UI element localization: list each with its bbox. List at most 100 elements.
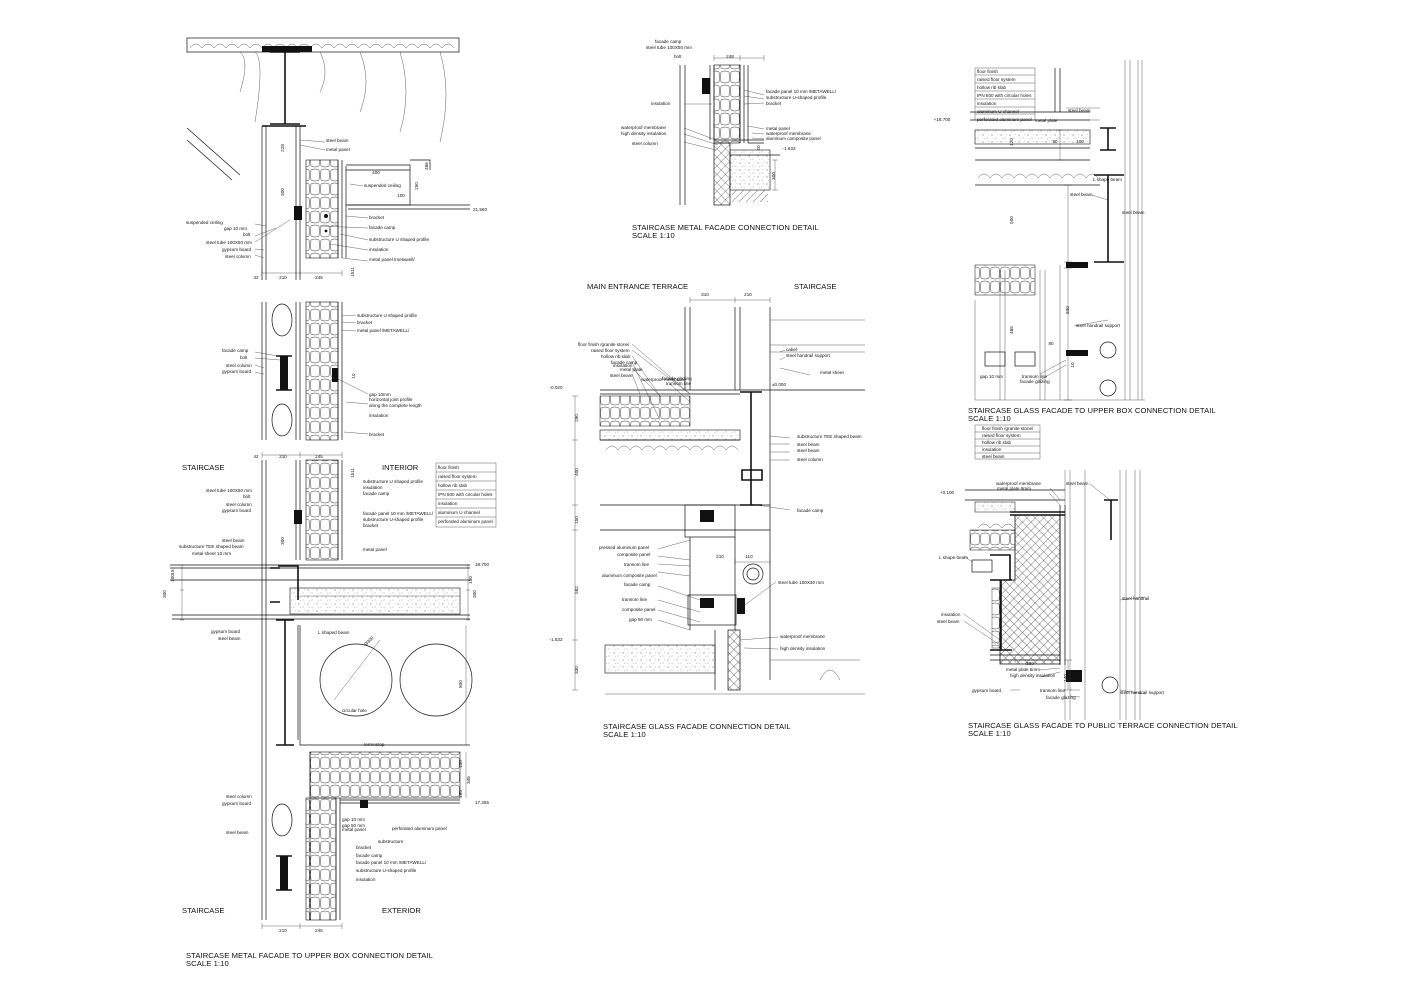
d3-annotation: facade camp (611, 360, 638, 365)
d1-dimension: 300 (162, 590, 167, 598)
d1-annotation: substructure (378, 839, 404, 844)
d1-annotation: bracket (363, 523, 379, 528)
d3-annotation: pressed aluminum panel (599, 545, 649, 550)
d1-annotation: gypsum board (222, 369, 252, 374)
d3-annotation: gap 50 mm (629, 617, 652, 622)
d4-annotation: steel handrail support (1076, 323, 1121, 328)
d4-annotation: gap 10 mm (980, 374, 1003, 379)
d4-legend-item: floor finish (977, 69, 998, 74)
d5-annotation: steel beam (1066, 481, 1089, 486)
d3-annotation: steel tube 100X30 mm (778, 580, 824, 585)
d1-annotation: bolt (243, 232, 251, 237)
d5-annotation: waterproof membrane (996, 481, 1041, 486)
d1-dimension: 250 (414, 182, 419, 190)
d1-dimension: 345 (466, 776, 471, 784)
d1-annotation: substructure TEE shaped beam (179, 544, 244, 549)
d5-dimension: 380 (1026, 661, 1034, 666)
d3-annotation: insulation (613, 363, 633, 368)
d3-dimension: -0.020 (549, 385, 562, 390)
d3-scale: SCALE 1:10 (603, 730, 646, 739)
d1-dimension: 100 (170, 574, 175, 582)
d4-annotation: steel beam (1122, 210, 1145, 215)
d3-annotation: steel beam (797, 448, 820, 453)
d1-annotation: substructure U-shaped profile (363, 517, 424, 522)
d3-room-label: MAIN ENTRANCE TERRACE (587, 282, 688, 291)
d1-legend-item: floor finish (438, 465, 459, 470)
d1-dimension: 210 (279, 275, 287, 280)
d3-dimension: ±0.000 (772, 382, 786, 387)
d4-annotation: steel beam (1070, 192, 1093, 197)
d2-annotation: waterproof membrane (766, 131, 811, 136)
d1-dimension: 1511 (350, 468, 355, 478)
d5-dimension: +0.100 (940, 490, 955, 495)
d1-annotation: steel column (226, 363, 252, 368)
d1-annotation: suspended ceiling (364, 183, 401, 188)
d3-dimension: 400 (574, 468, 579, 476)
d5-legend-item: steel beam (982, 454, 1005, 459)
detail-4-drawing (970, 60, 1145, 401)
d1-dimension: 10 (351, 373, 356, 379)
d5-dimension: 140 (1063, 674, 1068, 682)
d1-annotation: gap 10 mm (342, 817, 365, 822)
d1-dimension: 17.255 (475, 800, 489, 805)
d1-dimension: 1511 (350, 267, 355, 277)
d1-annotation: steel column (225, 254, 251, 259)
d3-annotation: metal plate (620, 367, 643, 372)
d3-annotation: cabel (786, 347, 797, 352)
d4-legend-item: IPN 500 with circular holes (977, 93, 1032, 98)
detail-3-drawing (572, 297, 865, 695)
d5-annotation: steel handrail support (1120, 690, 1165, 695)
d1-annotation: bracket (369, 432, 385, 437)
d1-annotation: metal panel /metawell/ (369, 257, 415, 262)
d4-legend-item: perforated aluminum panel (977, 117, 1032, 122)
d1-annotation: insulation (363, 485, 383, 490)
d3-dimension: 310 (701, 292, 709, 297)
d3-annotation: facade camp (624, 582, 651, 587)
d5-legend-item: raised floor system (982, 433, 1021, 438)
d3-annotation: high density insulation (780, 646, 826, 651)
d1-annotation: facade panel 10 mm /METAWELL/ (363, 511, 434, 516)
d5-annotation: high density insulation (1010, 673, 1056, 678)
d2-annotation: high density insulation (621, 131, 667, 136)
detail-titles: STAIRCASE METAL FACADE TO UPPER BOX CONN… (186, 223, 1238, 968)
d1-dimension: 21.560 (473, 207, 487, 212)
d2-annotation: bolt (674, 54, 682, 59)
d1-legend-item: raised floor system (438, 474, 477, 479)
d1-dimension: Ø300 (363, 635, 375, 647)
d3-dimension: 150 (574, 516, 579, 524)
d1-annotation: steel beam (226, 830, 249, 835)
d4-legend-item: aluminum U channel (977, 109, 1019, 114)
d3-annotation: hollow rib slab (601, 354, 631, 359)
d1-dimension: 210 (279, 454, 287, 459)
detail-1-drawing (170, 37, 497, 929)
d4-scale: SCALE 1:10 (968, 414, 1011, 423)
d4-legend-item: insulation (977, 101, 997, 106)
d1-annotation: gypsum board (222, 247, 252, 252)
d1-annotation: bolt (243, 494, 251, 499)
d4-legend-item: raised floor system (977, 77, 1016, 82)
d5-legend-item: insulation (982, 447, 1002, 452)
d2-annotation: insulation (651, 101, 671, 106)
d1-dimension: 18.700 (475, 562, 489, 567)
d3-annotation: steel beam (610, 373, 633, 378)
d2-dimension: 300 (771, 172, 776, 180)
d5-annotation: metal plate 5mm (1006, 667, 1040, 672)
d1-room-label: INTERIOR (382, 463, 419, 472)
d1-dimension: 15 (170, 569, 175, 575)
d2-annotation: substructure U-shaped profile (766, 95, 827, 100)
d3-annotation: steel handrail support (786, 353, 831, 358)
d4-dimension: 500 (1009, 216, 1014, 224)
d1-room-label: STAIRCASE (182, 463, 224, 472)
d4-annotation: steel beam (1068, 108, 1091, 113)
d3-title: STAIRCASE GLASS FACADE CONNECTION DETAIL (603, 722, 791, 731)
d5-scale: SCALE 1:10 (968, 729, 1011, 738)
d1-annotation: bolt (240, 355, 248, 360)
d4-legend-item: hollow rib slab (977, 85, 1007, 90)
d1-annotation: gypsum board (211, 629, 241, 634)
d1-legend-item: insulation (438, 501, 458, 506)
d1-annotation: horizontal joint profile (369, 397, 413, 402)
d1-annotation: gap 10mm (369, 392, 391, 397)
d1-legend-item: aluminum U channel (438, 510, 480, 515)
